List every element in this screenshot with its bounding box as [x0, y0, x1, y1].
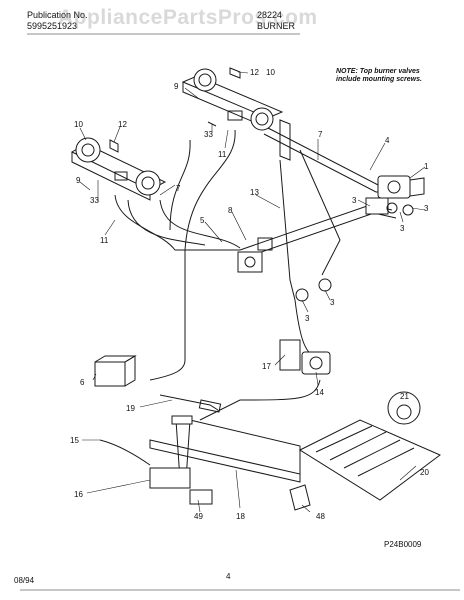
callout-5: 5: [200, 216, 205, 225]
note-text: NOTE: Top burner valves include mounting…: [336, 68, 422, 84]
bracket-48: [289, 484, 311, 511]
callout-2: 3: [352, 196, 357, 205]
section-title: BURNER: [257, 21, 296, 31]
callout-21: 21: [400, 392, 409, 401]
callout-4: 4: [385, 136, 390, 145]
diagram-code: P24B0009: [384, 540, 422, 549]
spark-module: [94, 355, 137, 387]
model-number: 28224: [257, 10, 283, 20]
callout-10-top: 10: [266, 68, 275, 77]
callout-49: 49: [194, 512, 203, 521]
callout-13: 13: [250, 188, 259, 197]
callout-1: 1: [424, 162, 429, 171]
oven-burner-tube: [149, 415, 301, 483]
callout-15: 17: [262, 362, 271, 371]
callout-14: 14: [315, 388, 324, 397]
callout-9-top: 9: [174, 82, 179, 91]
burner-tubes: [114, 129, 341, 421]
callout-16: 15: [70, 436, 79, 445]
callout-33-top: 33: [204, 130, 213, 139]
callout-18: 18: [236, 512, 245, 521]
igniter-lead: [159, 394, 219, 411]
bracket-12-top: [229, 67, 241, 79]
callout-7: 8: [228, 206, 233, 215]
footer-page: 4: [226, 572, 231, 581]
callout-10-left: 10: [74, 120, 83, 129]
watermark-text: AppliancePartsPros.com: [58, 6, 318, 29]
valve-nut-3a: [318, 278, 332, 292]
callout-9-left: 9: [76, 176, 81, 185]
oven-baffle: [298, 419, 441, 501]
note-line-2: include mounting screws.: [336, 76, 422, 83]
callout-3a: 3: [424, 204, 429, 213]
valve-nut-3b: [295, 288, 309, 302]
bracket-49: [189, 489, 213, 505]
center-valve-block: [237, 237, 273, 273]
igniter: [198, 399, 222, 413]
footer-date: 08/94: [14, 576, 35, 585]
publication-number: 5995251923: [27, 21, 78, 31]
oven-gas-line: [99, 439, 151, 466]
publication-label: Publication No.: [27, 10, 88, 20]
callout-3d: 3: [305, 314, 310, 323]
callout-12-top: 12: [250, 68, 259, 77]
callout-33-left: 33: [90, 196, 99, 205]
pressure-regulator: [279, 339, 331, 375]
nut-21: [387, 391, 421, 425]
burner-valve-assembly: [365, 175, 425, 216]
callout-6: 7: [318, 130, 323, 139]
bracket-12-left: [109, 139, 119, 153]
callout-3c: 3: [330, 298, 335, 307]
callout-11-left: 11: [100, 236, 109, 245]
callout-8: 6: [80, 378, 85, 387]
oven-safety-valve: [149, 467, 191, 489]
callout-17: 16: [74, 490, 83, 499]
callout-48: 48: [316, 512, 325, 521]
callout-3b: 3: [400, 224, 405, 233]
left-burner-manifold: [70, 137, 167, 201]
callout-6b: 7: [176, 184, 181, 193]
callout-11-top: 11: [218, 150, 227, 159]
callout-20: 20: [420, 468, 429, 477]
rear-burner-manifold: [181, 68, 284, 131]
callout-leaders: [79, 71, 426, 513]
callout-19: 19: [126, 404, 135, 413]
callout-12-left: 12: [118, 120, 127, 129]
note-line-1: NOTE: Top burner valves: [336, 68, 420, 75]
